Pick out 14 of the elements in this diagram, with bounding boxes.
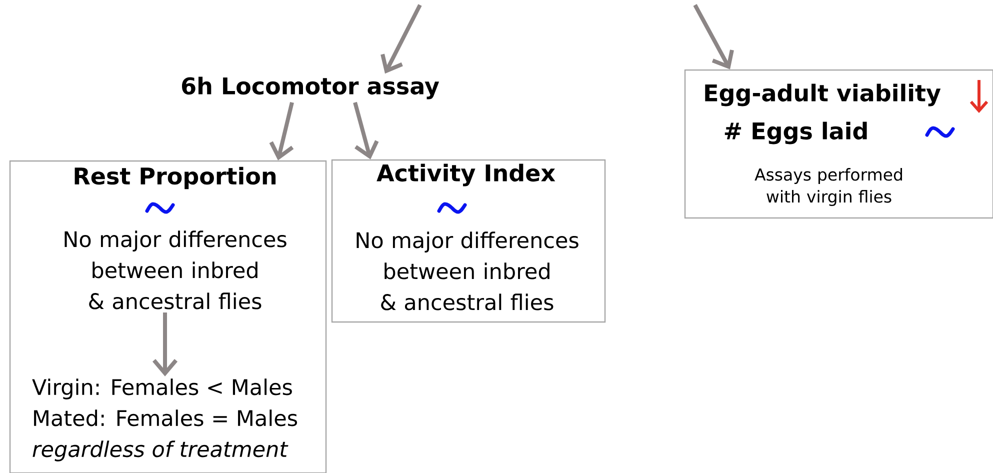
box-heading: # Eggs laid xyxy=(724,122,867,144)
body-text: Assays performed with virgin flies xyxy=(754,168,902,206)
box-heading: Rest Proportion xyxy=(74,166,276,190)
arrow xyxy=(693,4,734,70)
body-text: No major differences between inbred & ancestral flies xyxy=(64,230,286,310)
arrow xyxy=(353,102,379,160)
box-heading: Activity Index xyxy=(376,164,556,186)
arrow xyxy=(269,102,294,160)
body-text: No major differences between inbred & ancestral flies xyxy=(356,232,578,310)
heading-text: 6h Locomotor assay xyxy=(182,76,440,100)
arrow xyxy=(380,4,422,74)
box-heading: Egg-adult viability xyxy=(705,84,941,106)
body-text: Virgin: Females < Males Mated: Females = Males regardless of treatment xyxy=(32,378,297,462)
arrow xyxy=(152,312,178,376)
